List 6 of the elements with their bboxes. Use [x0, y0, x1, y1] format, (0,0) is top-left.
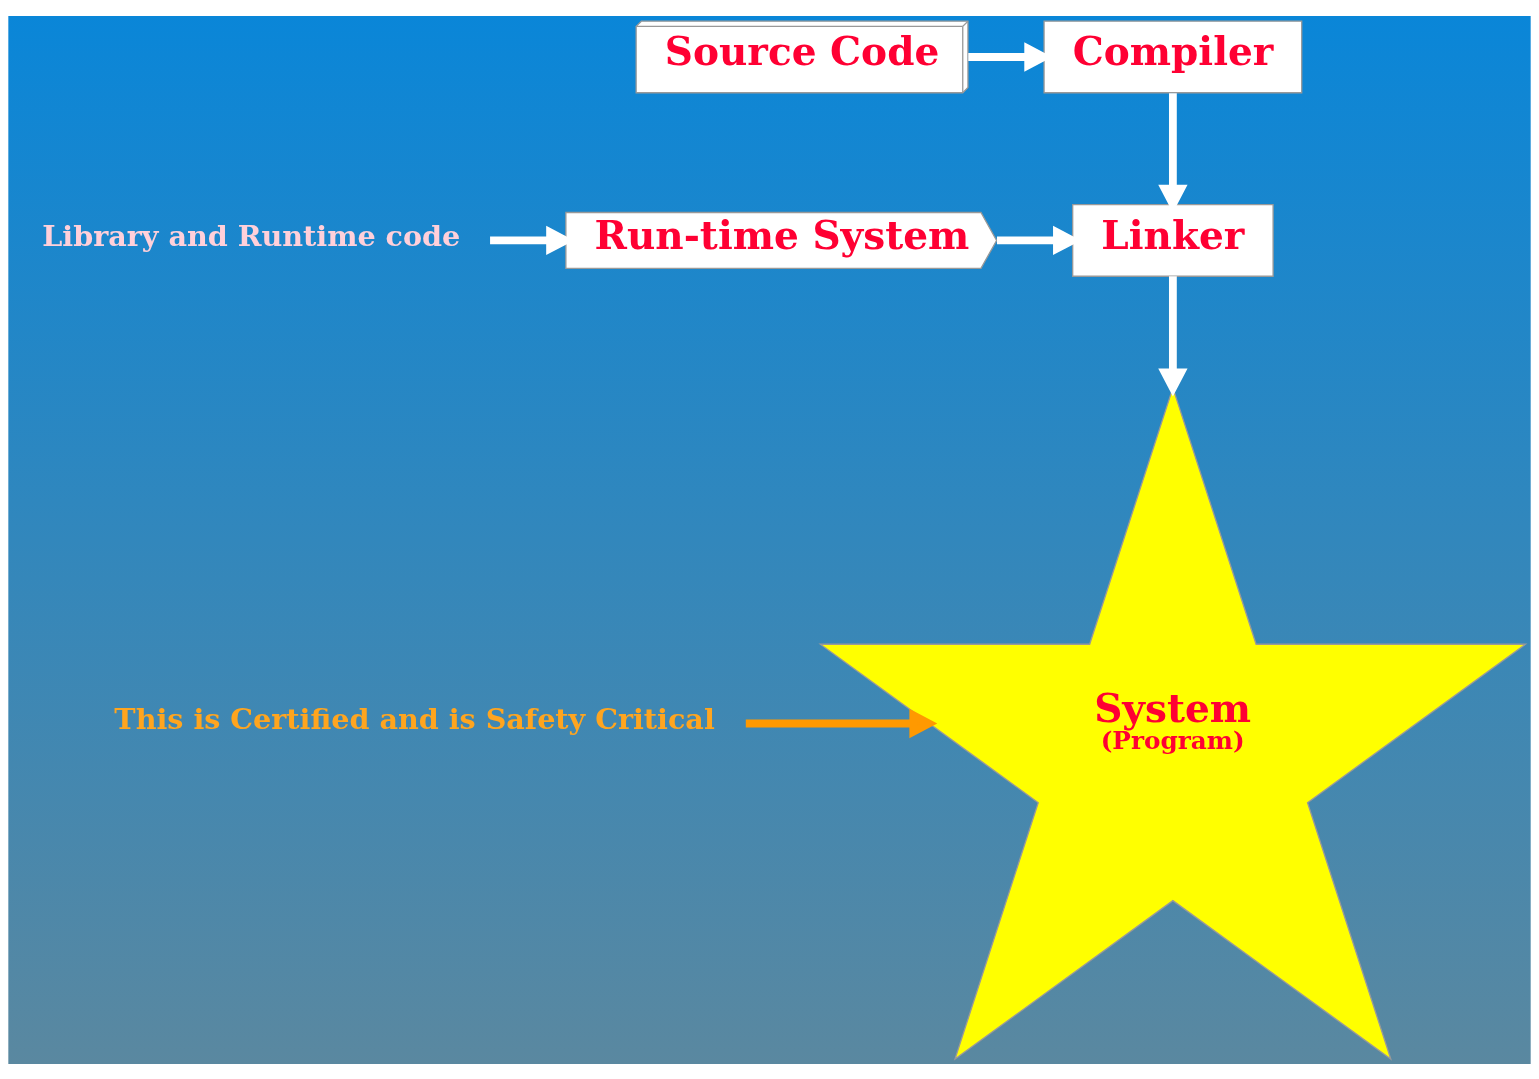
node-text: Library and Runtime code: [42, 218, 461, 253]
node-text: This is Certified and is Safety Critical: [114, 701, 715, 736]
node-box: Compiler: [1043, 20, 1303, 93]
arrow: [745, 708, 938, 738]
node-box: Linker: [1072, 203, 1274, 277]
arrow: [1158, 275, 1188, 396]
